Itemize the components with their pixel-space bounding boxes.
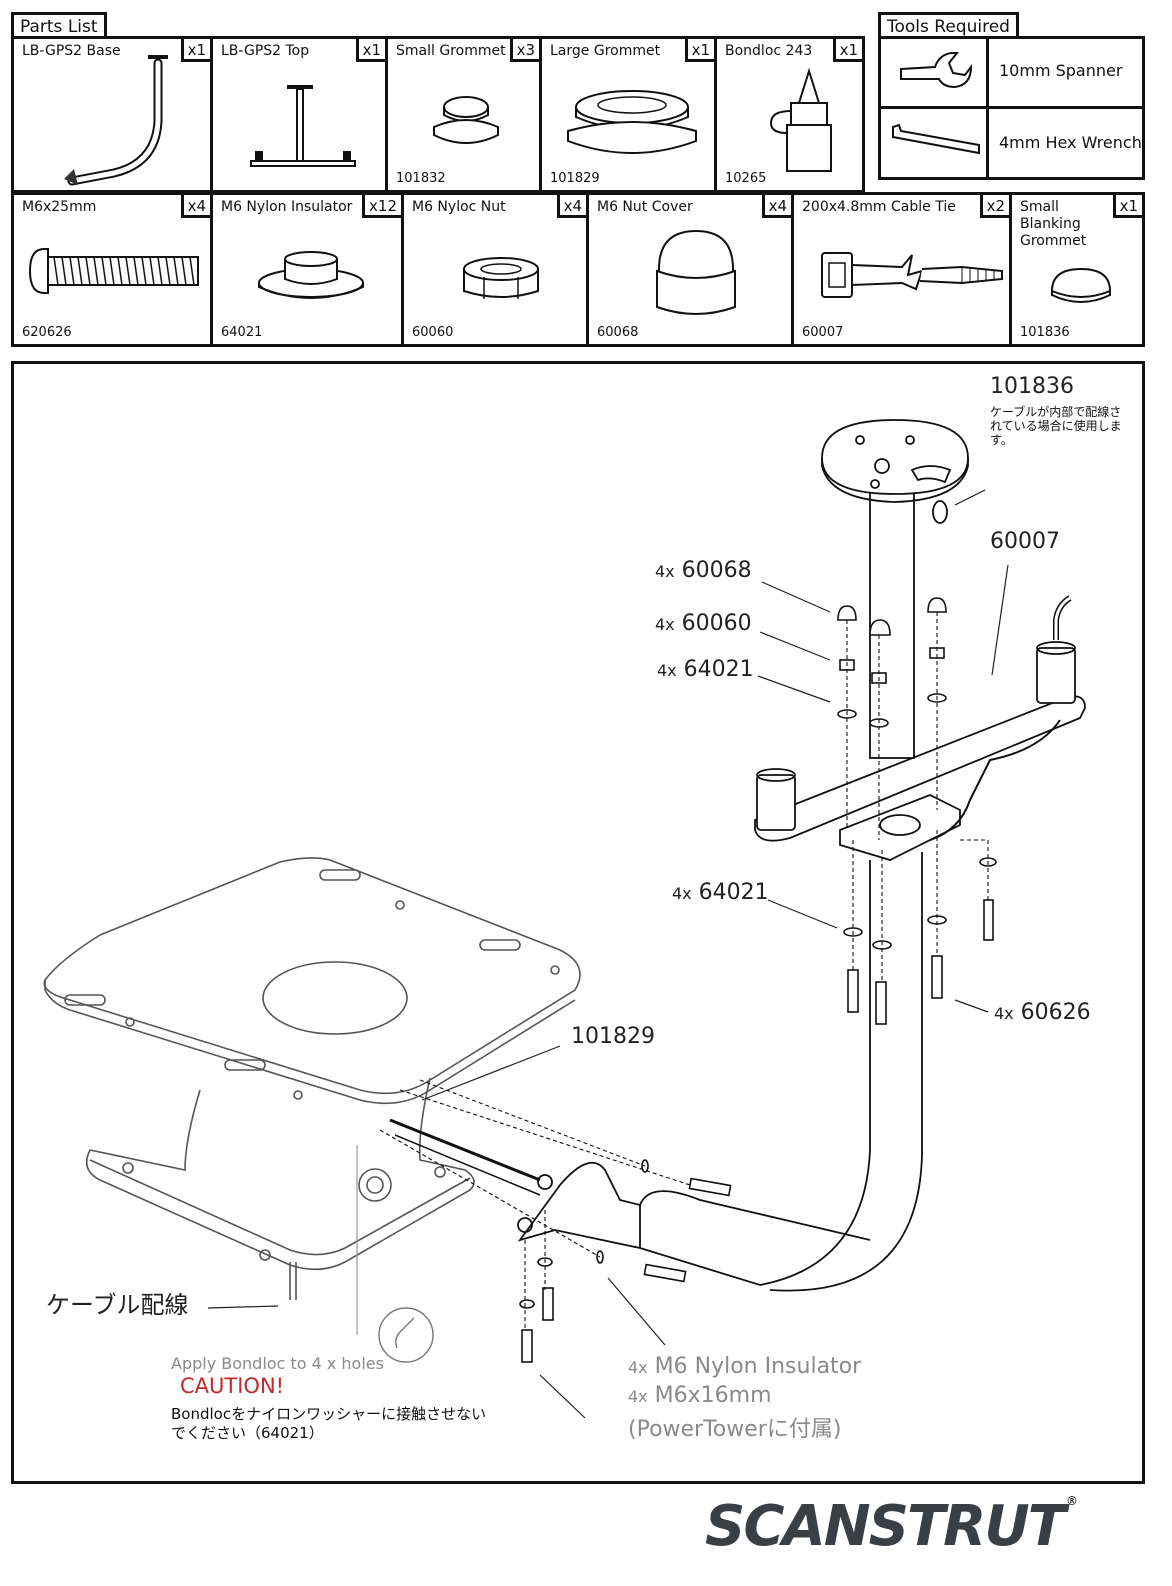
nylon-insulator-icon xyxy=(258,251,364,299)
part-name: M6 Nyloc Nut xyxy=(412,199,506,215)
part-qty: x1 xyxy=(1112,192,1145,218)
part-name: Large Grommet xyxy=(550,43,661,59)
part-large-grommet: Large Grommet x1 101829 xyxy=(539,36,717,193)
part-m6-nyloc-nut: M6 Nyloc Nut x4 60060 xyxy=(401,192,589,347)
part-name: LB-GPS2 Base xyxy=(22,43,121,59)
supplied-insulator-callout: 4x M6 Nylon Insulator xyxy=(628,1354,862,1379)
lb-gps2-pole-top xyxy=(821,419,986,759)
blanking-grommet-icon xyxy=(1050,267,1112,303)
part-code: 60007 xyxy=(802,325,844,340)
part-qty: x1 xyxy=(684,36,717,62)
tool-hex-wrench: 4mm Hex Wrench xyxy=(986,106,1145,180)
large-grommet-callout: 101829 xyxy=(571,1024,655,1049)
powertower-note: (PowerTowerに付属) xyxy=(628,1417,842,1442)
fastener-stacks xyxy=(519,597,997,1363)
lb-gps2-top-plate xyxy=(754,595,1086,861)
tools-title: Tools Required xyxy=(878,12,1019,37)
part-m6-nut-cover: M6 Nut Cover x4 60068 xyxy=(586,192,794,347)
caution-text-line1: Bondlocをナイロンワッシャーに接触させない xyxy=(171,1405,487,1423)
part-code: 620626 xyxy=(22,325,72,340)
part-qty: x1 xyxy=(355,36,388,62)
tool-label: 4mm Hex Wrench xyxy=(999,133,1142,152)
part-small-blanking-grommet: Small Blanking Grommet x1 101836 xyxy=(1009,192,1145,347)
assembly-diagram-frame xyxy=(11,361,1145,1484)
part-bondloc: Bondloc 243 x1 10265 xyxy=(714,36,865,193)
nyloc-nut-callout: 4x 60060 xyxy=(655,611,752,636)
large-grommet-icon xyxy=(567,90,697,154)
tool-spanner: 10mm Spanner xyxy=(986,36,1145,109)
part-code: 101836 xyxy=(1020,325,1070,340)
bondloc-drop-icon xyxy=(378,1307,434,1363)
part-code: 64021 xyxy=(221,325,263,340)
spanner-icon xyxy=(900,52,973,89)
part-m6x25mm: M6x25mm x4 620626 xyxy=(11,192,213,347)
lb-gps2-base-icon xyxy=(64,55,168,186)
part-code: 101832 xyxy=(396,171,446,186)
cable-tie-callout: 60007 xyxy=(990,529,1060,554)
part-name: M6 Nylon Insulator xyxy=(221,199,353,215)
part-small-grommet: Small Grommet x3 101832 xyxy=(385,36,542,193)
tool-spanner-pic xyxy=(878,36,989,109)
caution-heading: CAUTION! xyxy=(180,1374,285,1398)
part-qty: x12 xyxy=(362,192,404,218)
part-qty: x4 xyxy=(761,192,794,218)
tool-hex-pic xyxy=(878,106,989,180)
cable-tie-icon xyxy=(821,252,1003,298)
caution-text-line2: でください（64021） xyxy=(171,1424,324,1442)
part-code: 101829 xyxy=(550,171,600,186)
nut-cover-callout: 4x 60068 xyxy=(655,558,752,583)
apply-bondloc-note: Apply Bondloc to 4 x holes xyxy=(171,1354,384,1373)
alignment-lines xyxy=(379,612,989,1330)
part-code: 60060 xyxy=(412,325,454,340)
small-grommet-icon xyxy=(433,96,499,144)
part-code: 60068 xyxy=(597,325,639,340)
part-name: LB-GPS2 Top xyxy=(221,43,310,59)
nut-cover-icon xyxy=(656,229,736,315)
part-name: Small Blanking Grommet xyxy=(1020,199,1087,249)
part-name: Bondloc 243 xyxy=(725,43,813,59)
blanking-grommet-code: 101836 xyxy=(990,374,1074,399)
part-lb-gps2-base: LB-GPS2 Base x1 xyxy=(11,36,213,193)
top-insulator-callout: 4x 64021 xyxy=(657,657,754,682)
cable-routing-label: ケーブル配線 xyxy=(46,1291,189,1319)
part-name: Small Grommet xyxy=(396,43,506,59)
supplied-bolt-callout: 4x M6x16mm xyxy=(628,1383,772,1408)
scanstrut-logo: SCANSTRUT® xyxy=(705,1494,1078,1559)
part-name: 200x4.8mm Cable Tie xyxy=(802,199,956,215)
bolt-icon xyxy=(28,248,199,294)
part-code: 10265 xyxy=(725,171,767,186)
leader-lines xyxy=(207,564,1009,1419)
lb-gps2-arm xyxy=(389,852,923,1292)
parts-list-title: Parts List xyxy=(11,12,107,37)
lower-bolt-callout: 4x 60626 xyxy=(994,1000,1091,1025)
tool-label: 10mm Spanner xyxy=(999,61,1123,80)
nyloc-nut-icon xyxy=(463,257,539,299)
part-name: M6 Nut Cover xyxy=(597,199,693,215)
mast-base-plate xyxy=(43,857,581,1300)
part-lb-gps2-top: LB-GPS2 Top x1 xyxy=(210,36,388,193)
blanking-grommet-note: ケーブルが内部で配線されている場合に使用します。 xyxy=(990,405,1122,447)
part-qty: x1 xyxy=(832,36,865,62)
part-name: M6x25mm xyxy=(22,199,97,215)
hex-wrench-icon xyxy=(892,123,980,155)
bondloc-bottle-icon xyxy=(769,67,832,172)
lower-insulator-callout: 4x 64021 xyxy=(672,880,769,905)
lb-gps2-top-icon xyxy=(250,85,356,167)
part-qty: x4 xyxy=(556,192,589,218)
